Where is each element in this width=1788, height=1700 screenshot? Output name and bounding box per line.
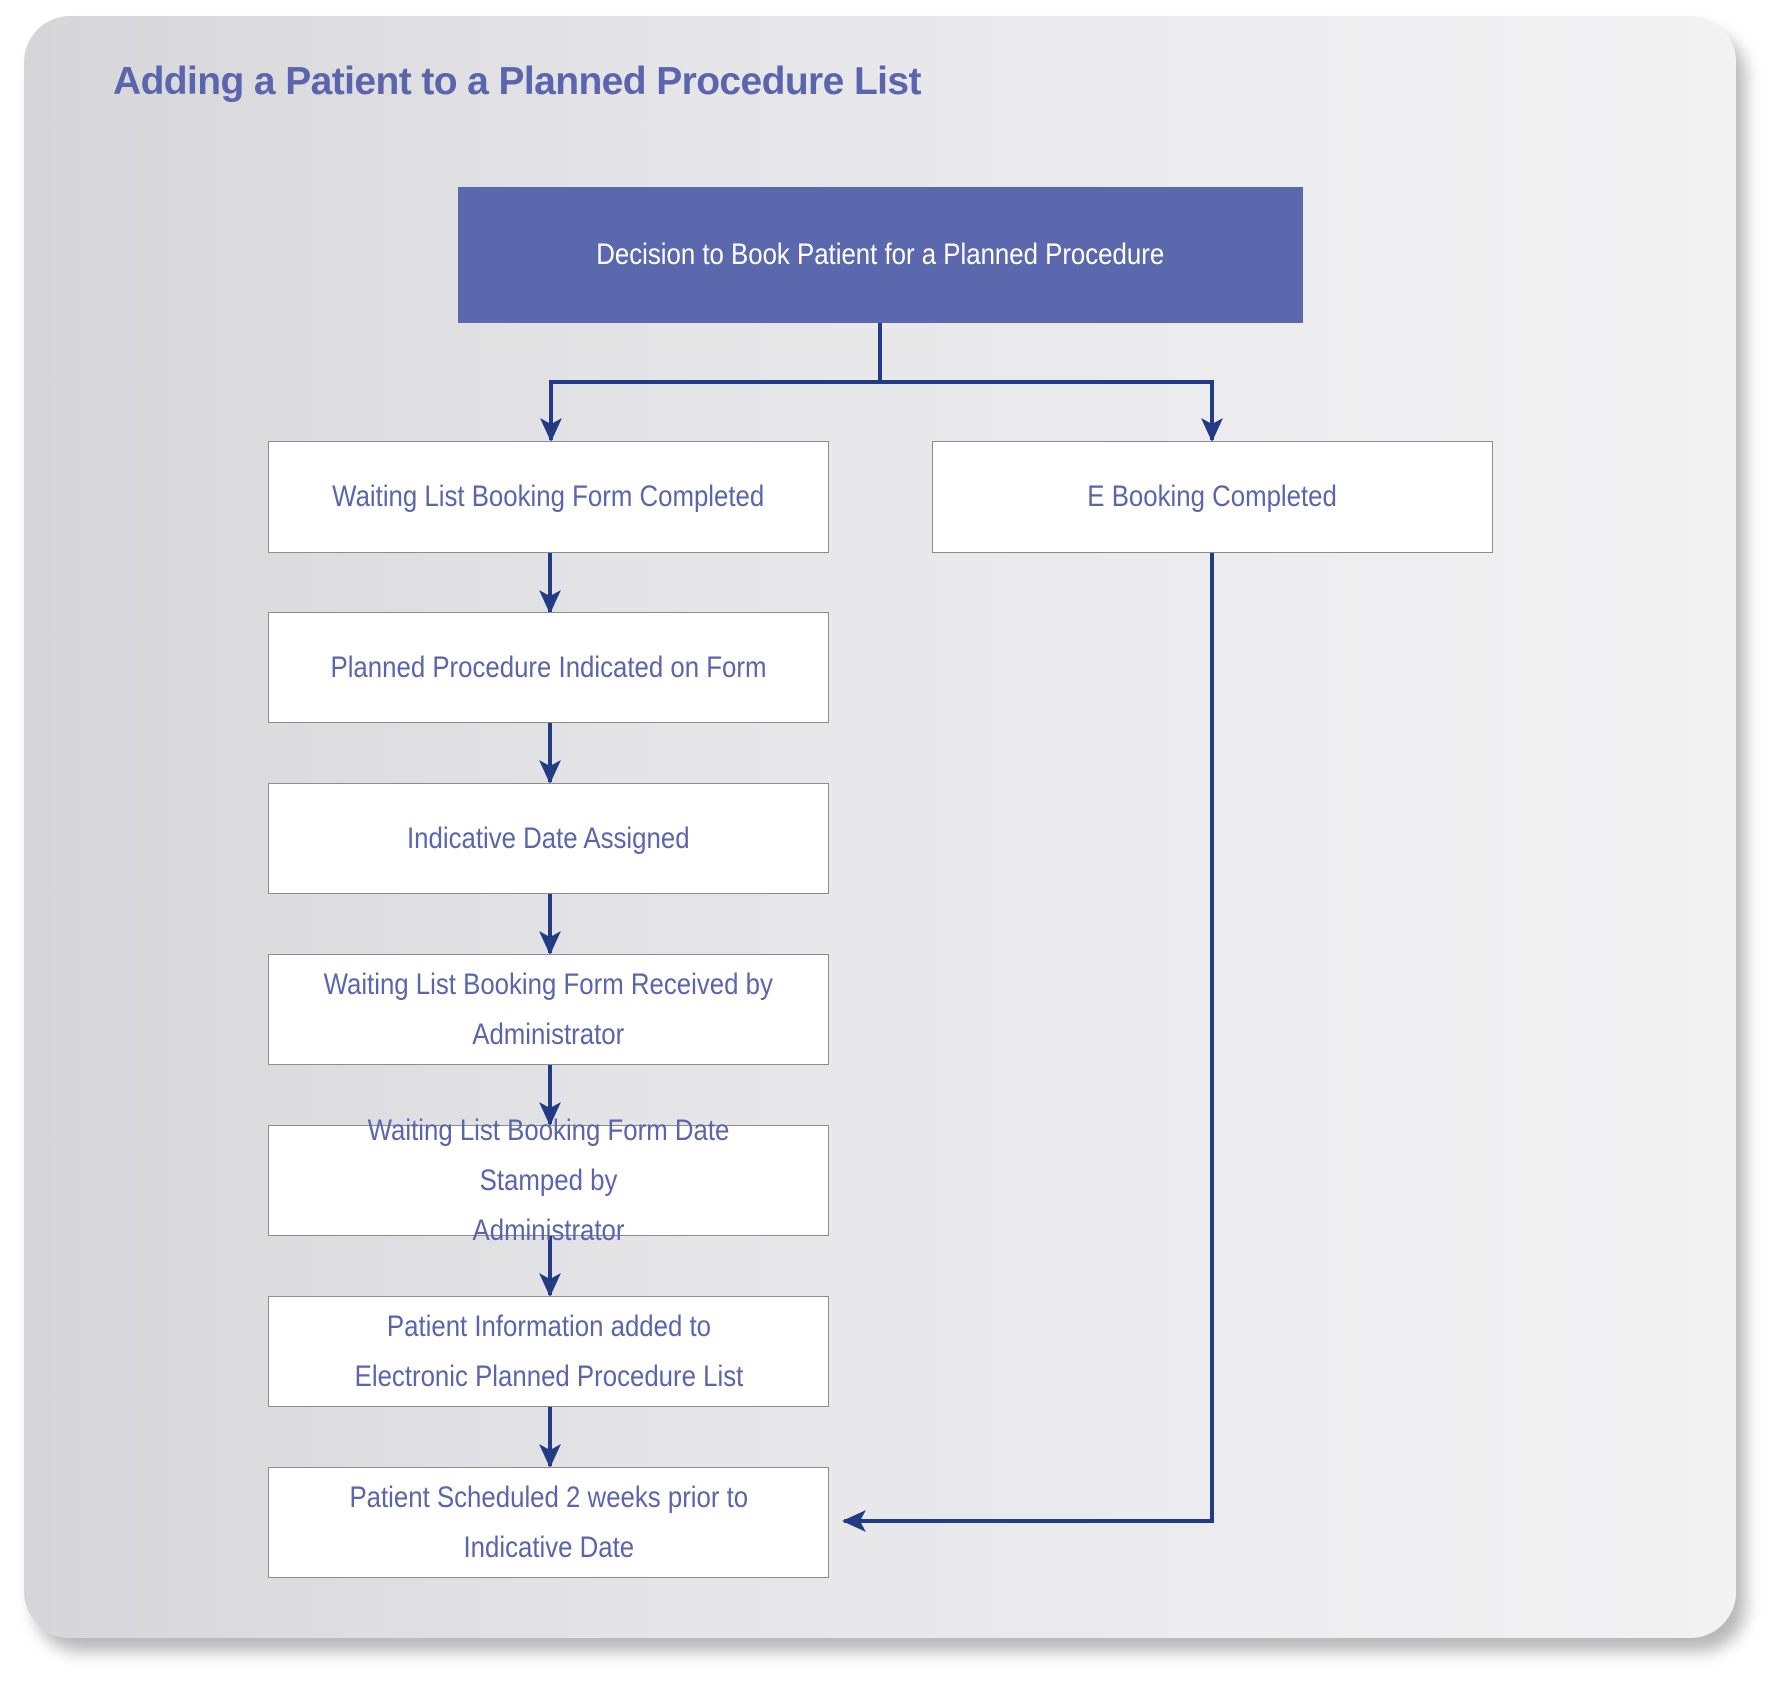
node-planned-procedure: Planned Procedure Indicated on Form xyxy=(268,612,829,723)
node-form-stamped-label: Waiting List Booking Form Date Stamped b… xyxy=(367,1113,730,1247)
diagram-title: Adding a Patient to a Planned Procedure … xyxy=(113,60,922,103)
node-waiting-list-form: Waiting List Booking Form Completed xyxy=(268,441,829,553)
node-decision: Decision to Book Patient for a Planned P… xyxy=(458,187,1303,323)
node-info-added-label: Patient Information added to Electronic … xyxy=(354,1309,743,1393)
connector-to-waiting-list xyxy=(540,380,880,442)
node-decision-label: Decision to Book Patient for a Planned P… xyxy=(596,238,1165,271)
node-form-received: Waiting List Booking Form Received by Ad… xyxy=(268,954,829,1065)
node-form-received-label: Waiting List Booking Form Received by Ad… xyxy=(323,967,774,1051)
node-planned-procedure-label: Planned Procedure Indicated on Form xyxy=(330,650,767,684)
node-form-stamped: Waiting List Booking Form Date Stamped b… xyxy=(268,1114,829,1247)
node-indicative-date: Indicative Date Assigned xyxy=(268,783,829,894)
node-indicative-date-label: Indicative Date Assigned xyxy=(407,821,690,855)
node-e-booking: E Booking Completed xyxy=(932,441,1493,553)
node-waiting-list-form-label: Waiting List Booking Form Completed xyxy=(332,480,765,513)
connector-to-e-booking xyxy=(880,380,1223,442)
connector-e-booking-to-scheduled xyxy=(842,553,1214,1532)
node-info-added: Patient Information added to Electronic … xyxy=(268,1296,829,1407)
node-scheduled-label: Patient Scheduled 2 weeks prior to Indic… xyxy=(349,1480,748,1564)
node-e-booking-label: E Booking Completed xyxy=(1087,480,1338,513)
node-scheduled: Patient Scheduled 2 weeks prior to Indic… xyxy=(268,1467,829,1578)
